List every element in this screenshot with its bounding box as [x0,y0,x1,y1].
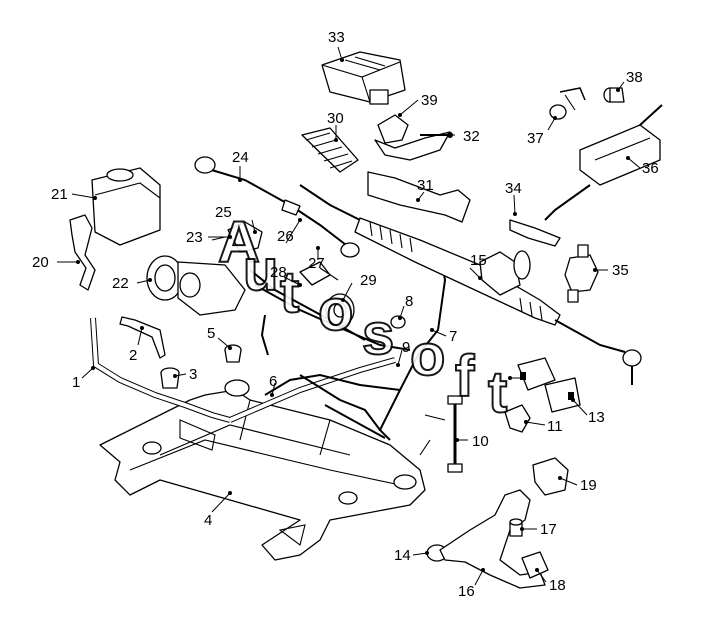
watermark-letter: o [410,323,445,388]
callout-11: 11 [547,418,563,435]
tie-rods-part [194,156,360,258]
valve-part [564,244,599,303]
watermark-letter: s [362,302,394,367]
callout-1: 1 [72,374,80,391]
callout-30: 30 [327,110,344,127]
steering-rack-part [299,184,642,385]
callout-2: 2 [129,347,137,364]
callout-37: 37 [527,130,544,147]
callout-39: 39 [421,92,438,109]
callout-38: 38 [626,69,643,86]
rear-bush-part [521,551,549,579]
pipe-part [264,373,401,396]
rack-housing-part [367,171,471,223]
callout-21: 21 [51,186,68,203]
callout-20: 20 [32,254,49,271]
control-unit-part [321,51,406,105]
callout-7: 7 [449,328,457,345]
hose-part [119,316,166,359]
callout-31: 31 [417,177,434,194]
bracket-part [504,404,531,433]
bush-part [160,367,180,389]
watermark-letter: t [488,360,507,425]
callout-36: 36 [642,160,659,177]
callout-33: 33 [328,29,345,46]
watermark-letter: f [455,344,475,409]
callout-15: 15 [470,252,487,269]
callout-24: 24 [232,149,249,166]
callout-8: 8 [405,293,413,310]
clamp-brackets-part [374,114,453,161]
gaiter-part [301,127,359,173]
ball-joint-part [509,518,523,537]
watermark-letter: u [243,238,278,303]
anti-roll-bar-part [90,317,396,423]
pump-part [146,255,246,316]
link-rod-part [419,395,463,473]
callout-27: 27 [308,255,325,272]
callout-13: 13 [588,409,605,426]
connector-part [549,87,586,120]
callout-4: 4 [204,512,212,529]
subframe-part [99,379,426,561]
callout-5: 5 [207,325,215,342]
callout-28: 28 [270,264,287,281]
callout-25: 25 [215,204,232,221]
watermark-letter: o [318,278,353,343]
watermark-letter: t [280,260,299,325]
callout-14: 14 [394,547,411,564]
column-bush-part [603,87,625,103]
callout-9: 9 [402,339,410,356]
bush-bracket-part [532,457,569,496]
callout-19: 19 [580,477,597,494]
callout-26: 26 [277,228,294,245]
watermark: A u t o s o f t [217,209,508,426]
callout-16: 16 [458,583,475,600]
callout-labels: 1 2 3 4 5 6 7 8 9 10 11 13 14 15 16 17 1… [32,29,659,600]
leader-lines [57,46,641,586]
callout-17: 17 [540,521,557,538]
callout-35: 35 [612,262,629,279]
sensor-part [509,219,561,247]
callout-22: 22 [112,275,129,292]
gaiter-fittings-part [299,261,355,327]
mount-blocks-part [517,357,581,413]
callout-3: 3 [189,366,197,383]
callout-10: 10 [472,433,489,450]
steering-column-part [544,104,663,221]
reservoir-hose-part [69,214,96,291]
callout-29: 29 [360,272,377,289]
watermark-letter: A [218,210,260,275]
callout-34: 34 [505,180,522,197]
bush-small-part [224,344,242,363]
callout-18: 18 [549,577,566,594]
callout-32: 32 [463,128,480,145]
reservoir-part [91,167,161,246]
callout-6: 6 [269,373,277,390]
callout-23: 23 [186,229,203,246]
